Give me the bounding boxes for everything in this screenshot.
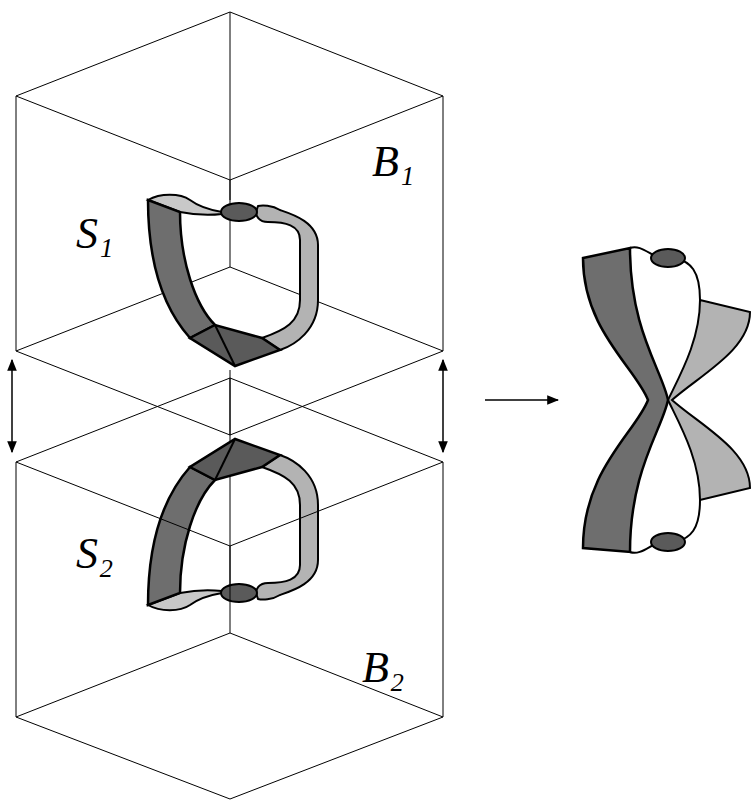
block-label: B₂	[362, 646, 404, 690]
block-label: B₁	[372, 140, 414, 184]
surface-label: S₂	[76, 532, 113, 576]
surface-label: S₁	[76, 212, 113, 256]
